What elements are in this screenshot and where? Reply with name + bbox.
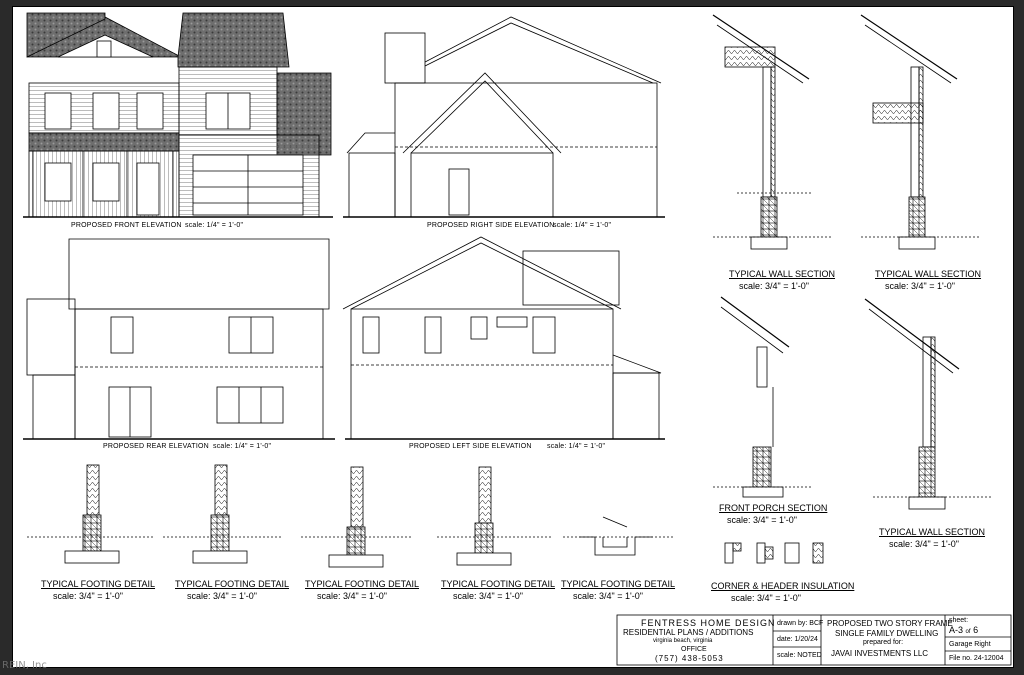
footing-detail-1-scale: scale: 3/4" = 1'-0" (53, 591, 123, 601)
right-elevation (343, 16, 665, 218)
rear-elevation-scale: scale: 1/4" = 1'-0" (213, 443, 272, 450)
sheet-total: 6 (973, 625, 979, 635)
footing-detail-3-title: TYPICAL FOOTING DETAIL (305, 579, 420, 589)
blueprint-drawing (23, 12, 1012, 666)
wall-section-2-title: TYPICAL WALL SECTION (875, 269, 982, 279)
footing-detail-1-title: TYPICAL FOOTING DETAIL (41, 579, 156, 589)
title-block (616, 614, 1012, 666)
watermark: REIN, Inc (2, 660, 47, 671)
wall-section-1 (712, 14, 833, 250)
wall-section-1-scale: scale: 3/4" = 1'-0" (739, 281, 809, 291)
corner-detail-scale: scale: 3/4" = 1'-0" (731, 593, 801, 603)
project-line-2: SINGLE FAMILY DWELLING (835, 629, 939, 638)
porch-section-scale: scale: 3/4" = 1'-0" (727, 515, 797, 525)
footing-detail-2-title: TYPICAL FOOTING DETAIL (175, 579, 290, 589)
footing-detail-3-scale: scale: 3/4" = 1'-0" (317, 591, 387, 601)
prepared-for-label: prepared for: (863, 639, 904, 646)
porch-section-title: FRONT PORCH SECTION (719, 503, 828, 513)
front-elevation-title: PROPOSED FRONT ELEVATION (71, 222, 182, 229)
wall-section-3-scale: scale: 3/4" = 1'-0" (889, 539, 959, 549)
left-elevation (342, 236, 665, 440)
firm-name: FENTRESS HOME DESIGN (641, 618, 776, 628)
footing-detail-3 (301, 466, 413, 568)
left-elevation-scale: scale: 1/4" = 1'-0" (547, 443, 606, 450)
footing-detail-4 (437, 466, 553, 566)
office-label: OFFICE (681, 646, 707, 653)
drawn-by: drawn by: BCF (777, 620, 824, 627)
firm-phone: (757) 438-5053 (655, 654, 724, 663)
firm-location: virginia beach, virginia (653, 638, 713, 644)
wall-section-2 (860, 14, 981, 250)
front-elevation (23, 12, 333, 218)
sheet-number: A-3 of 6 (949, 625, 978, 635)
wall-section-3-title: TYPICAL WALL SECTION (879, 527, 986, 537)
sheet-label: sheet: (949, 617, 969, 624)
front-elevation-scale: scale: 1/4" = 1'-0" (185, 222, 244, 229)
front-porch-section (713, 296, 813, 498)
footing-detail-5-title: TYPICAL FOOTING DETAIL (561, 579, 676, 589)
sheet-of: of (965, 629, 971, 635)
corner-header-detail (724, 542, 824, 564)
rear-elevation (23, 238, 335, 440)
wall-section-1-title: TYPICAL WALL SECTION (729, 269, 836, 279)
sheet-no: A-3 (949, 625, 964, 635)
wall-section-2-scale: scale: 3/4" = 1'-0" (885, 281, 955, 291)
footing-detail-5-scale: scale: 3/4" = 1'-0" (573, 591, 643, 601)
drawing-date: date: 1/20/24 (777, 636, 818, 643)
footing-detail-2 (163, 464, 283, 564)
rear-elevation-title: PROPOSED REAR ELEVATION (103, 443, 209, 450)
wall-section-3 (864, 298, 993, 510)
footing-detail-5 (563, 516, 673, 556)
footing-detail-1 (27, 464, 153, 564)
corner-detail-title: CORNER & HEADER INSULATION (711, 581, 855, 591)
left-elevation-title: PROPOSED LEFT SIDE ELEVATION (409, 443, 532, 450)
file-number: File no. 24-12004 (949, 655, 1004, 662)
drawing-scale: scale: NOTED (777, 652, 822, 659)
footing-detail-4-scale: scale: 3/4" = 1'-0" (453, 591, 523, 601)
footing-detail-4-title: TYPICAL FOOTING DETAIL (441, 579, 556, 589)
footing-detail-2-scale: scale: 3/4" = 1'-0" (187, 591, 257, 601)
client-name: JAVAI INVESTMENTS LLC (831, 649, 929, 658)
right-elevation-title: PROPOSED RIGHT SIDE ELEVATION (427, 222, 555, 229)
drawing-sheet: PROPOSED FRONT ELEVATION scale: 1/4" = 1… (12, 6, 1014, 668)
project-line-1: PROPOSED TWO STORY FRAME (827, 619, 953, 628)
right-elevation-scale: scale: 1/4" = 1'-0" (553, 222, 612, 229)
firm-services: RESIDENTIAL PLANS / ADDITIONS (623, 628, 754, 637)
drawing-label: Garage Right (949, 641, 991, 648)
